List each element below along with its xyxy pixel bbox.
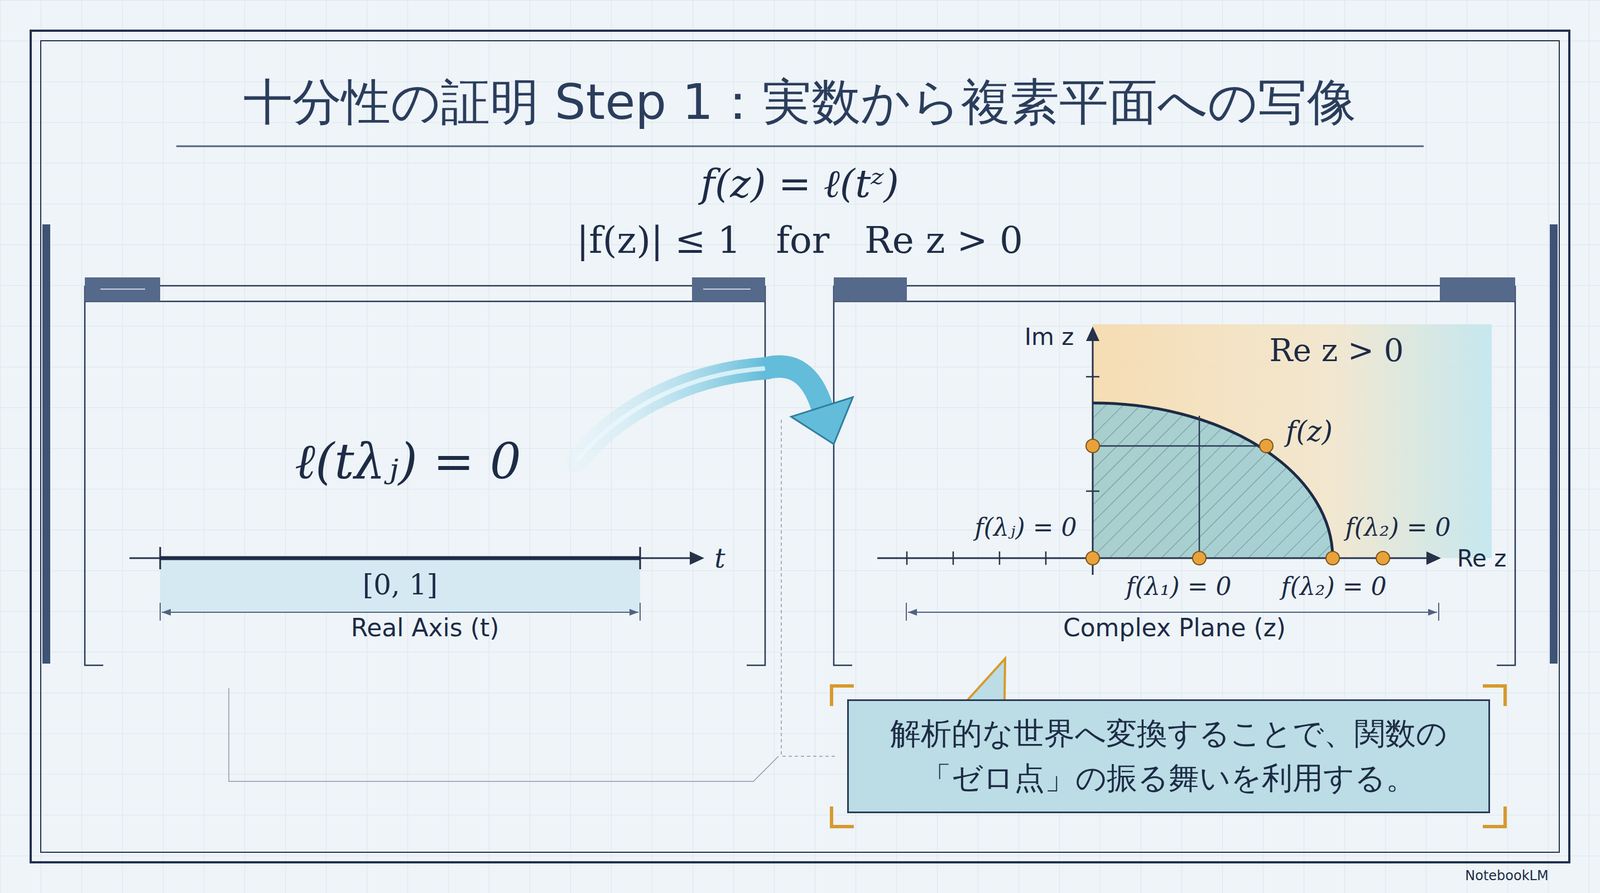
interval-label: [0, 1] — [362, 568, 438, 602]
zero-label: f(λ₁) = 0 — [1126, 572, 1232, 601]
region-label: Re z > 0 — [1269, 332, 1405, 369]
zero-label: f(λⱼ) = 0 — [974, 512, 1078, 542]
axis-label: Re z — [1457, 544, 1507, 573]
panel-caption: Real Axis (t) — [84, 613, 766, 642]
axis-label: t — [714, 542, 725, 574]
panel-caption: Complex Plane (z) — [833, 613, 1516, 642]
panel: Complex Plane (z) — [833, 277, 1516, 666]
slide-title: 十分性の証明 Step 1：実数から複素平面への写像 — [243, 69, 1357, 136]
mapping-arrow — [765, 366, 853, 445]
zero-label: f(λ₂) = 0 — [1281, 572, 1387, 601]
formula: |f(z)| ≤ 1 for Re z > 0 — [576, 218, 1023, 262]
callout-box: 解析的な世界へ変換することで、関数の「ゼロ点」の振る舞いを利用する。 — [847, 699, 1491, 814]
formula: f(z) = ℓ(tᶻ) — [700, 160, 900, 207]
callout-text: 解析的な世界へ変換することで、関数の「ゼロ点」の振る舞いを利用する。 — [886, 711, 1451, 801]
axis-label: Im z — [1024, 323, 1075, 351]
point-label: f(z) — [1285, 415, 1333, 448]
panel: Real Axis (t) — [84, 277, 766, 666]
zero-label: f(λ₂) = 0 — [1345, 512, 1451, 542]
watermark: NotebookLM — [1464, 867, 1549, 884]
equation: ℓ(tλⱼ) = 0 — [294, 432, 521, 490]
